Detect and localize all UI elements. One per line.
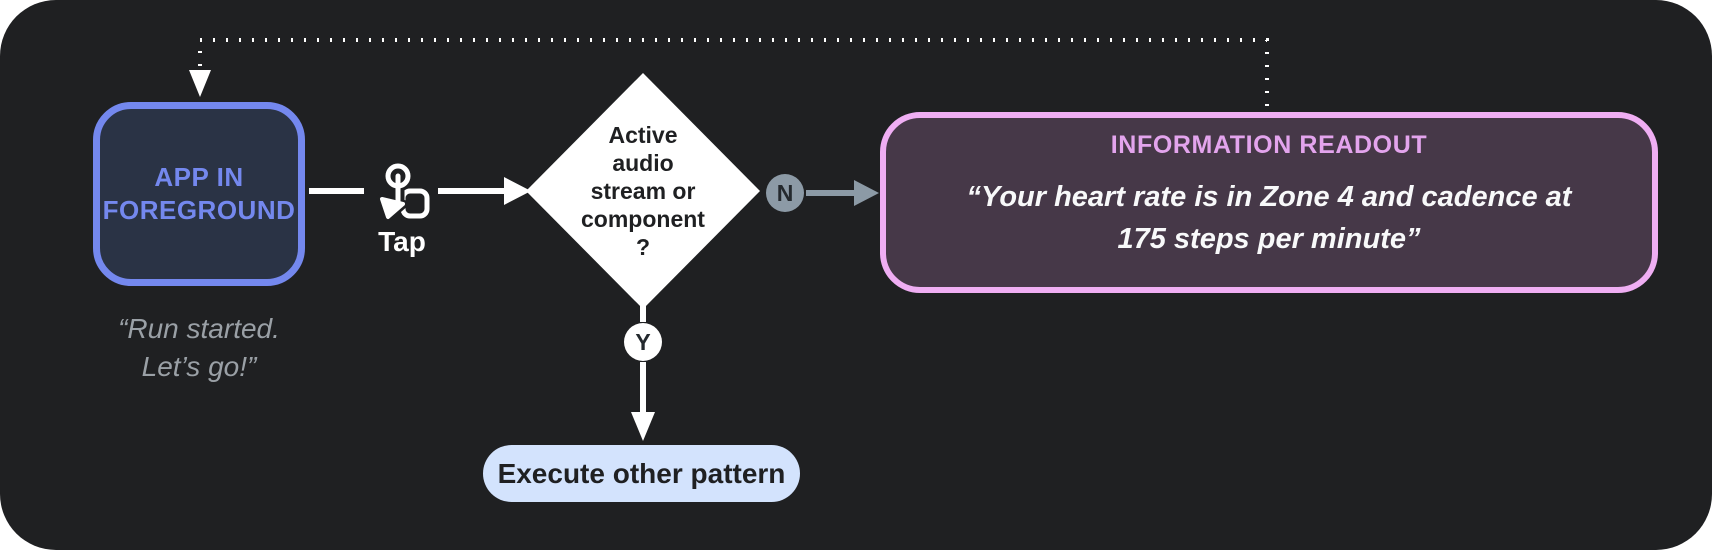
tap-gesture-icon [376, 163, 430, 221]
execute-other-pattern-label: Execute other pattern [497, 457, 786, 489]
decision-line: Active [608, 122, 678, 148]
decision-line: component [581, 206, 705, 232]
tap-to-decision-arrowhead-icon [504, 177, 531, 205]
feedback-dotted-connector [198, 38, 1269, 106]
information-readout-node: INFORMATION READOUT “Your heart rate is … [880, 112, 1658, 293]
readout-quote: “Your heart rate is in Zone 4 and cadenc… [967, 176, 1572, 260]
branch-yes-badge: Y [624, 323, 662, 361]
tap-label: Tap [378, 226, 426, 257]
readout-quote-line: “Your heart rate is in Zone 4 and cadenc… [966, 181, 1572, 213]
decision-line: ? [635, 234, 651, 260]
yes-to-action-arrowhead-icon [631, 412, 655, 441]
decision-label: Active audio stream or component ? [581, 121, 705, 261]
app-in-foreground-label: APP IN FOREGROUND [102, 162, 296, 225]
run-started-caption: “Run started. Let’s go!” [49, 310, 349, 386]
readout-quote-line: 175 steps per minute” [1117, 223, 1421, 255]
decision-line: stream or [590, 178, 696, 204]
no-to-readout-arrowhead-icon [854, 180, 879, 206]
app-in-foreground-node: APP IN FOREGROUND [93, 102, 305, 286]
decision-line: audio [612, 150, 674, 176]
branch-no-badge: N [766, 174, 804, 212]
caption-line: Let’s go!” [141, 351, 257, 382]
tap-hand-shape [380, 197, 405, 219]
caption-line: “Run started. [118, 313, 280, 344]
execute-other-pattern-node: Execute other pattern [483, 445, 800, 502]
feedback-arrowhead-icon [189, 70, 211, 97]
readout-title: INFORMATION READOUT [1110, 131, 1428, 159]
